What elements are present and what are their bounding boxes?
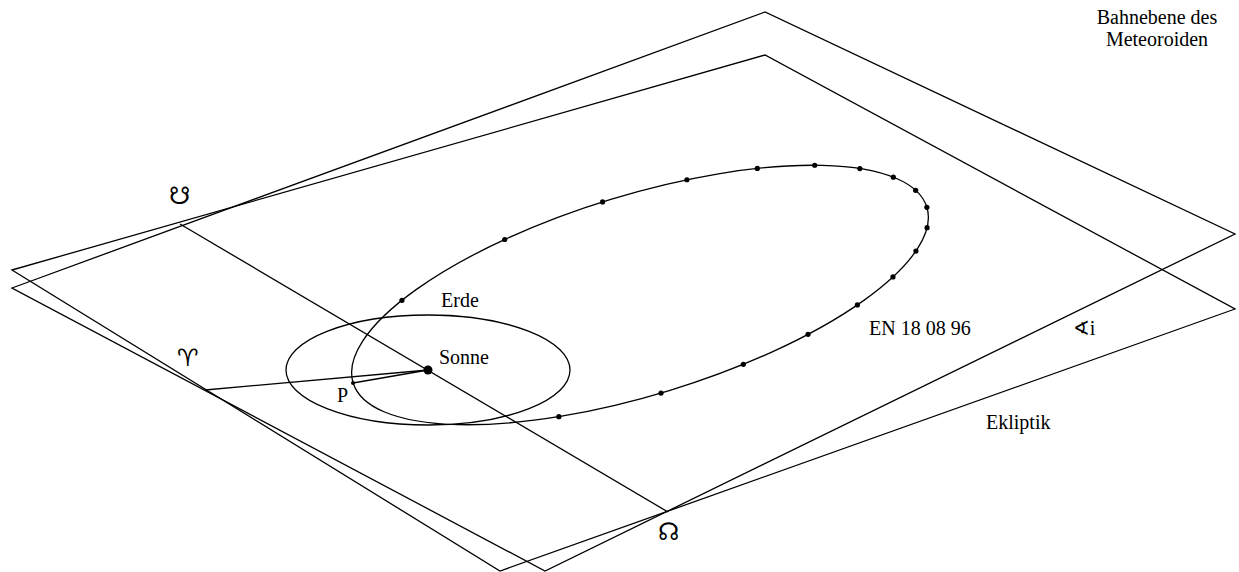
- orbit-dot: [684, 177, 689, 182]
- orbit-label: EN 18 08 96: [868, 318, 972, 338]
- sun-dot: [424, 366, 433, 375]
- orbit-dot: [812, 163, 817, 168]
- node-symbol: ☊: [657, 520, 680, 544]
- meteoroid-orbit: [324, 112, 956, 479]
- point-label: P: [336, 385, 349, 405]
- earth-orbit: [286, 315, 570, 425]
- plane-label: Bahnebene des Meteoroiden: [1082, 6, 1232, 50]
- orbit-dot: [658, 390, 663, 395]
- orbit-dot: [924, 205, 929, 210]
- orbit-dot: [890, 274, 895, 279]
- orbit-dot: [600, 199, 605, 204]
- orbit-dot: [891, 175, 896, 180]
- node-symbol-box: ☊: [657, 520, 680, 544]
- plane-label-box: Bahnebene des Meteoroiden: [1082, 6, 1232, 50]
- orbit-positions: [399, 163, 929, 420]
- orbit-dot: [857, 166, 862, 171]
- ecliptic-plane: [12, 55, 1235, 571]
- point-label-box: P: [336, 385, 349, 405]
- orbit-dot: [913, 248, 918, 253]
- plane-label: Ekliptik: [985, 412, 1051, 432]
- orbit-label-box: Erde: [440, 290, 480, 310]
- body-label-box: Sonne: [438, 347, 490, 367]
- orbit-dot: [924, 225, 929, 230]
- node-symbol-box: ☋: [168, 184, 191, 208]
- orbit-dot: [502, 237, 507, 242]
- line-of-nodes: [180, 224, 668, 512]
- angle-label: ∢i: [1072, 318, 1096, 338]
- body-label: Sonne: [438, 347, 490, 367]
- perihelion-direction: [353, 370, 428, 383]
- angle-label-box: ∢i: [1072, 318, 1096, 338]
- orbit-dot: [399, 298, 404, 303]
- perihelion-dot: [351, 381, 355, 385]
- equinox-direction: [205, 370, 428, 390]
- orbit-dot: [855, 302, 860, 307]
- plane-label-box: Ekliptik: [985, 412, 1051, 432]
- orbit-label: Erde: [440, 290, 480, 310]
- orbit-plane: [12, 12, 1235, 571]
- orbit-dot: [913, 188, 918, 193]
- node-symbol: ☋: [168, 184, 191, 208]
- orbit-dot: [556, 414, 561, 419]
- orbit-dot: [755, 166, 760, 171]
- orbit-dot: [741, 362, 746, 367]
- orbit-label-box: EN 18 08 96: [868, 318, 972, 338]
- orbit-dot: [805, 332, 810, 337]
- equinox-symbol: ♈: [176, 346, 200, 370]
- equinox-symbol-box: ♈: [176, 346, 200, 370]
